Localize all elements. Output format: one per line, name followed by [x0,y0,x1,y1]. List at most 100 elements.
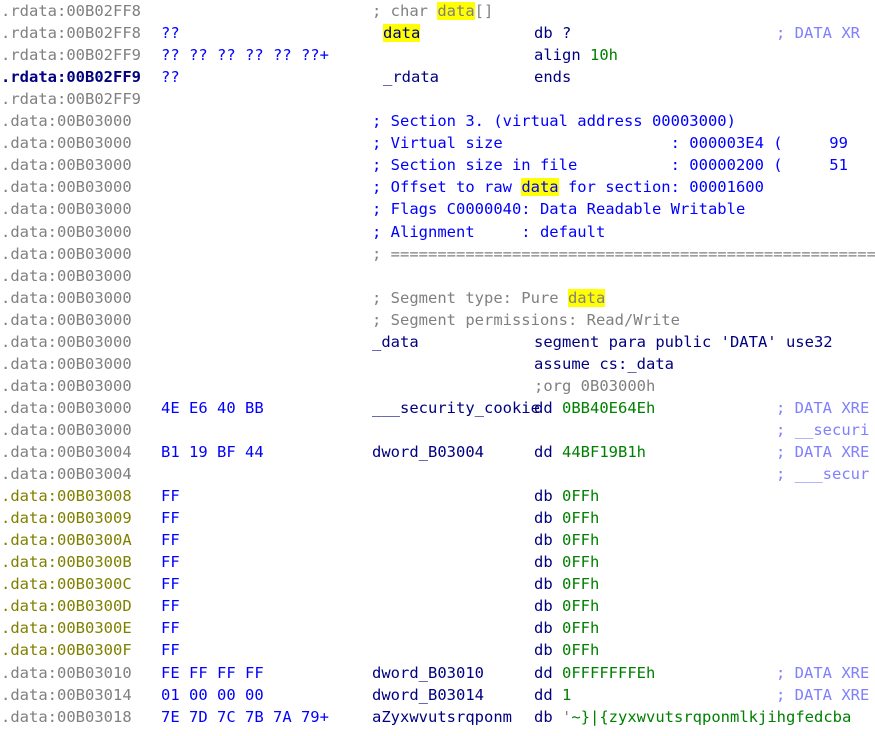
operand[interactable]: 1 [562,685,572,704]
listing-line[interactable]: .data:00B03000 ; __securi [0,419,875,441]
listing-line[interactable]: .data:00B03000; Section 3. (virtual addr… [0,110,875,132]
operand[interactable]: 0FFh [562,509,600,528]
symbol-name[interactable]: dword_B03004 [372,443,484,461]
line-address[interactable]: .data:00B03000 [1,398,132,417]
instruction[interactable]: dd 0FFFFFFFEh [534,662,655,684]
listing-line[interactable]: .data:00B03000; ========================… [0,243,875,265]
instruction[interactable]: align 10h [534,44,618,66]
listing-line[interactable]: .data:00B03000; Segment permissions: Rea… [0,309,875,331]
line-address[interactable]: .data:00B03014 [1,685,132,704]
instruction[interactable]: db 0FFh [534,617,599,639]
listing-line[interactable]: .rdata:00B02FF9?? ?? ?? ?? ?? ??+align 1… [0,44,875,66]
line-address[interactable]: .data:00B0300C [1,575,132,594]
line-address[interactable]: .data:00B03004 [1,443,132,461]
instruction[interactable]: db ? [534,22,571,44]
line-address[interactable]: .data:00B0300D [1,597,132,616]
instruction[interactable]: db 0FFh [534,485,599,507]
operand[interactable]: 0FFh [562,575,600,594]
listing-line[interactable]: .rdata:00B02FF9 [0,88,875,110]
instruction[interactable]: db 0FFh [534,639,599,661]
listing-line[interactable]: .data:00B03000; Alignment : default [0,221,875,243]
line-address[interactable]: .data:00B03018 [1,707,132,726]
operand[interactable]: 0BB40E64Eh [562,398,656,417]
line-address[interactable]: .rdata:00B02FF8 [1,2,141,20]
operand[interactable]: 0FFh [562,597,600,616]
xref-comment[interactable]: ; ___secur [776,465,870,484]
listing-line[interactable]: .data:00B03000;org 0B03000h [0,375,875,397]
line-address[interactable]: .data:00B03000 [1,178,132,197]
instruction[interactable]: db 0FFh [534,551,599,573]
instruction[interactable]: ends [534,66,571,88]
listing-line[interactable]: .data:00B03000 assume cs:_data [0,353,875,375]
instruction[interactable]: dd 0BB40E64Eh [534,397,655,419]
listing-line[interactable]: .data:00B03000; Virtual size : 000003E4 … [0,132,875,154]
symbol-name[interactable]: dword_B03010 [372,663,484,682]
line-address[interactable]: .data:00B03000 [1,244,132,263]
symbol-name[interactable]: ___security_cookie [372,398,540,417]
line-address[interactable]: .data:00B03000 [1,332,132,351]
line-address[interactable]: .data:00B03000 [1,420,132,439]
instruction[interactable]: dd 1 [534,684,571,706]
operand[interactable]: 44BF19B1h [562,443,647,461]
xref-comment[interactable]: ; DATA XRE [776,685,870,704]
instruction[interactable]: db 0FFh [534,573,599,595]
listing-line[interactable]: .data:00B03000; Offset to raw data for s… [0,176,875,198]
line-address[interactable]: .data:00B03000 [1,112,132,131]
listing-line[interactable]: .data:00B03000 [0,265,875,287]
listing-line[interactable]: .data:00B03000; Section size in file : 0… [0,154,875,176]
operand[interactable]: 0FFh [562,619,600,638]
line-address[interactable]: .data:00B03000 [1,266,132,285]
instruction[interactable]: db 0FFh [534,529,599,551]
line-address[interactable]: .data:00B0300B [1,553,132,572]
line-address[interactable]: .data:00B03000 [1,222,132,241]
line-address[interactable]: .data:00B03000 [1,354,132,373]
line-address[interactable]: .data:00B03000 [1,134,132,153]
operand[interactable]: 0FFh [562,553,600,572]
instruction[interactable]: dd 44BF19B1h [534,441,646,463]
listing-line[interactable]: .data:00B03004 ; ___secur [0,463,875,485]
listing-line[interactable]: .data:00B03000; Flags C0000040: Data Rea… [0,198,875,220]
symbol-name[interactable]: dword_B03014 [372,685,484,704]
operand[interactable]: 0FFh [562,531,600,550]
line-address[interactable]: .rdata:00B02FF9 [1,68,141,87]
xref-comment[interactable]: ; DATA XRE [776,663,870,682]
line-address[interactable]: .data:00B0300A [1,531,132,550]
symbol-name[interactable]: aZyxwvutsrqponm [372,707,512,726]
line-address[interactable]: .rdata:00B02FF9 [1,90,141,109]
symbol-name[interactable]: _data [372,332,419,351]
line-address[interactable]: .rdata:00B02FF9 [1,46,141,65]
operand[interactable]: 0FFh [562,487,600,506]
operand[interactable]: 0FFFFFFFEh [562,663,656,682]
listing-line[interactable]: .rdata:00B02FF8; char data[] [0,0,875,22]
instruction[interactable]: db 0FFh [534,595,599,617]
instruction[interactable]: assume cs:_data [534,353,674,375]
xref-comment[interactable]: ; __securi [776,420,870,439]
operand[interactable]: 0FFh [562,641,600,660]
line-address[interactable]: .data:00B03004 [1,465,132,484]
xref-comment[interactable]: ; DATA XR [776,24,860,43]
line-address[interactable]: .data:00B03000 [1,200,132,219]
line-address[interactable]: .data:00B03010 [1,663,132,682]
line-address[interactable]: .data:00B0300E [1,619,132,638]
line-address[interactable]: .data:00B03008 [1,487,132,506]
xref-comment[interactable]: ; DATA XRE [776,443,870,461]
listing-line[interactable]: .data:00B03000; Segment type: Pure data [0,287,875,309]
instruction[interactable]: db '~}|{zyxwvutsrqponmlkjihgfedcba [534,706,851,728]
symbol-name[interactable]: _rdata [383,68,439,87]
